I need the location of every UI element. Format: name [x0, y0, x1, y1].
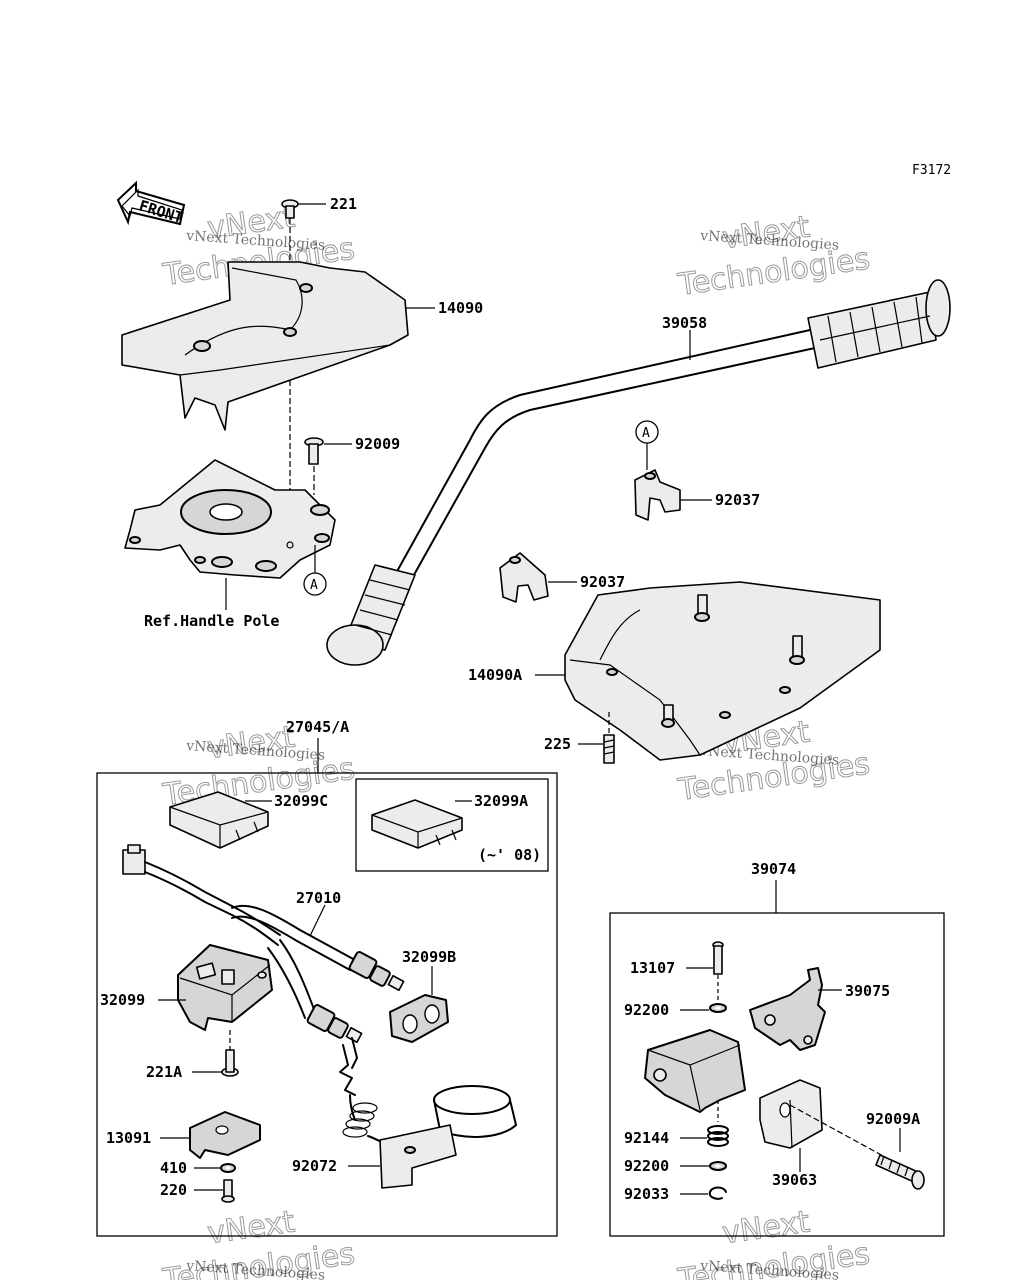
spring-92144-icon [707, 1125, 729, 1147]
cap-39063-icon [759, 1079, 823, 1149]
label-92009A: 92009A [866, 1110, 920, 1128]
label-14090A: 14090A [468, 666, 522, 684]
washer-410-icon [220, 1163, 236, 1173]
label-39074: 39074 [751, 860, 796, 878]
label-32099C: 32099C [274, 792, 328, 810]
ref-handle-pole-note: Ref.Handle Pole [144, 612, 279, 630]
figure-code: F3172 [912, 163, 951, 178]
front-arrow-icon: FRONT [116, 180, 185, 227]
cover-32099A-icon [371, 799, 463, 849]
label-32099: 32099 [100, 991, 145, 1009]
screw-220-icon [221, 1179, 235, 1203]
label-410: 410 [160, 1159, 187, 1177]
pin-13107-icon [712, 941, 724, 1000]
label-32099A: 32099A [474, 792, 528, 810]
label-221A: 221A [146, 1063, 182, 1081]
label-13091: 13091 [106, 1129, 151, 1147]
label-92033: 92033 [624, 1185, 669, 1203]
clamp-92037-upper-icon [634, 469, 681, 521]
cover-14090A-icon [564, 581, 881, 761]
throttle-housing-icon [644, 1029, 746, 1122]
bracket-13091-icon [189, 1111, 261, 1159]
washer-92200-upper-icon [709, 1003, 727, 1013]
switch-housing-32099-icon [177, 944, 273, 1031]
grommet-32099B-icon [389, 994, 449, 1043]
callout-a-lower: A [303, 572, 327, 596]
label-32099B: 32099B [402, 948, 456, 966]
wire-spring-icon [339, 1037, 401, 1151]
label-27045A: 27045/A [286, 718, 349, 736]
year-note: (~' 08) [478, 846, 541, 864]
label-221: 221 [330, 195, 357, 213]
switch-assembly-box [96, 772, 558, 1237]
lever-39075-icon [749, 967, 826, 1051]
screw-92009-icon [304, 437, 324, 495]
label-92009: 92009 [355, 435, 400, 453]
label-27010: 27010 [296, 889, 341, 907]
inset-box-32099A [355, 778, 549, 872]
watermark-vnext: vNext [720, 1204, 812, 1251]
svg-text:A: A [310, 578, 318, 593]
label-92037-upper: 92037 [715, 491, 760, 509]
handle-pole-plate-icon [124, 459, 336, 579]
label-14090: 14090 [438, 299, 483, 317]
label-225: 225 [544, 735, 571, 753]
screw-221A-icon [221, 1030, 239, 1077]
circlip-92033-icon [708, 1186, 727, 1200]
clamp-92037-lower-icon [499, 552, 549, 603]
label-39058: 39058 [662, 314, 707, 332]
harness-27010-icon [122, 844, 405, 1044]
washer-92200-lower-icon [709, 1161, 727, 1171]
label-92144: 92144 [624, 1129, 669, 1147]
label-39063: 39063 [772, 1171, 817, 1189]
screw-225-icon [603, 712, 615, 764]
label-92200-lower: 92200 [624, 1157, 669, 1175]
label-220: 220 [160, 1181, 187, 1199]
callout-a-upper: A [635, 420, 659, 444]
throttle-assembly-box [609, 912, 945, 1237]
label-92037-lower: 92037 [580, 573, 625, 591]
handlebar-39058-icon [326, 279, 951, 666]
label-13107: 13107 [630, 959, 675, 977]
watermark-vnext: vNext [205, 1204, 297, 1251]
label-92200-upper: 92200 [624, 1001, 669, 1019]
clamp-band-92072-icon [379, 1085, 517, 1189]
watermark-technologies: Technologies [675, 241, 872, 303]
cover-14090-icon [121, 261, 409, 431]
label-92072: 92072 [292, 1157, 337, 1175]
cover-32099C-icon [169, 791, 269, 849]
label-39075: 39075 [845, 982, 890, 1000]
bolt-92009A-icon [875, 1154, 925, 1190]
svg-text:A: A [642, 426, 650, 441]
